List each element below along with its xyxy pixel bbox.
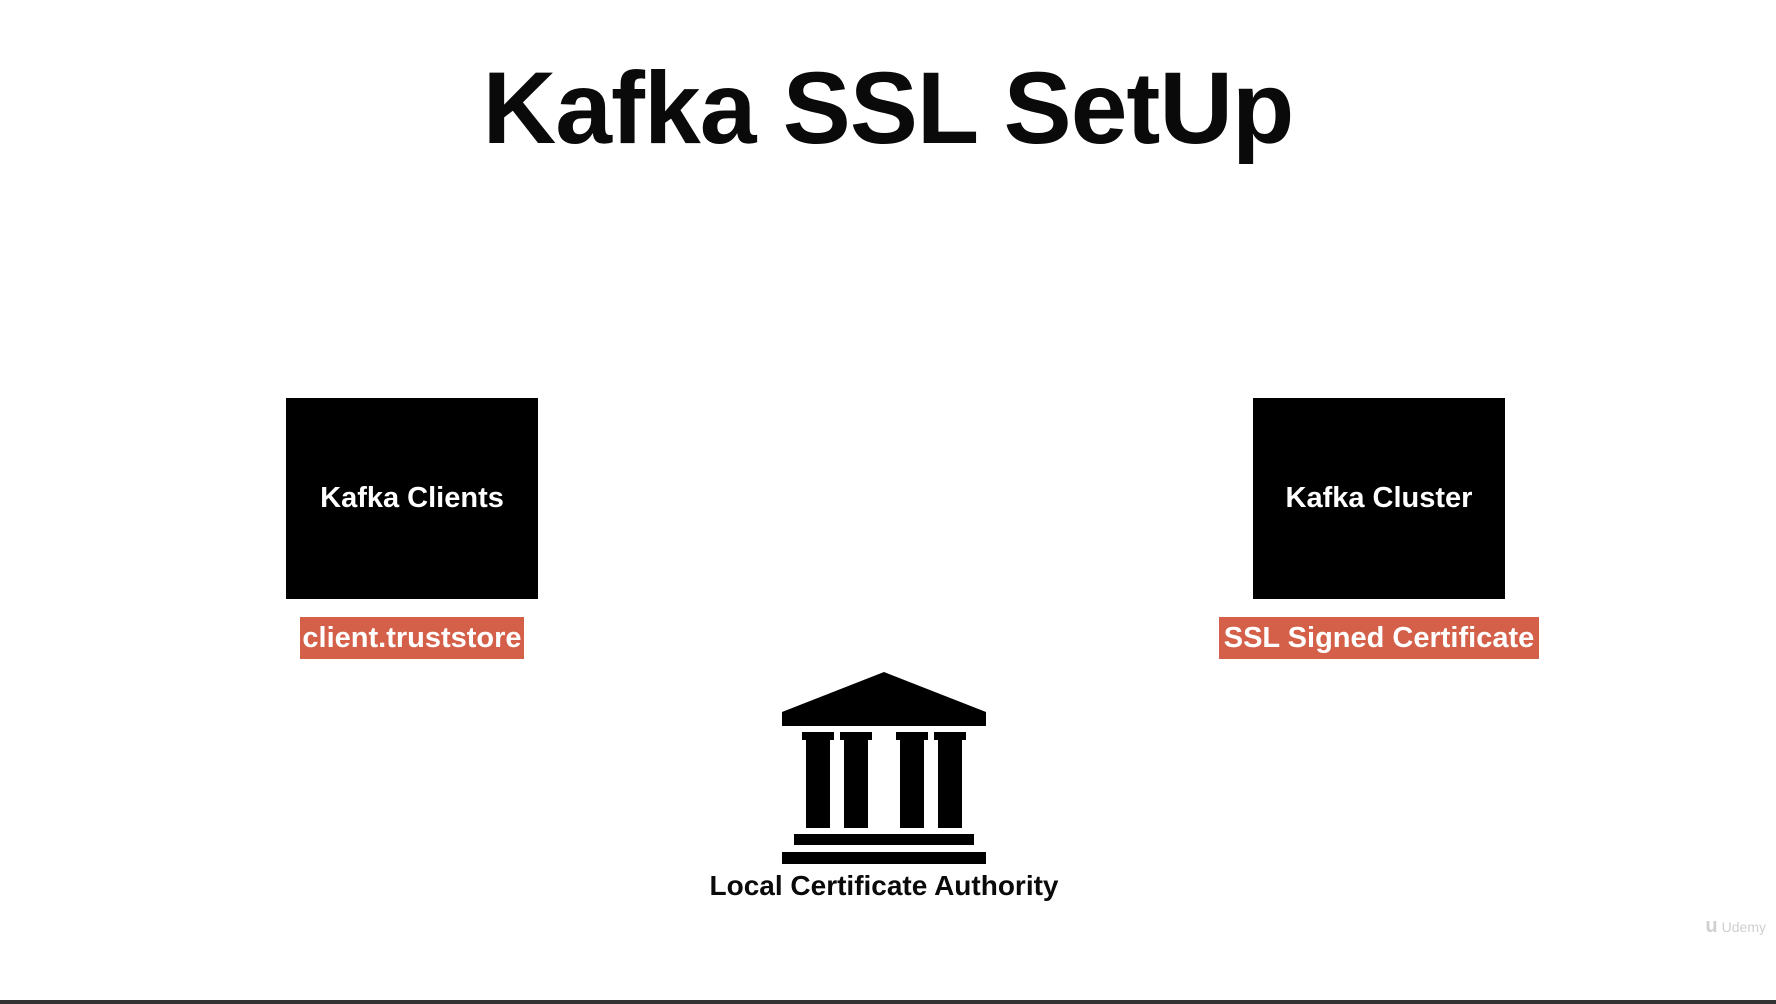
capital-1 (802, 732, 834, 740)
base-step-lower (782, 852, 986, 864)
capital-3 (896, 732, 928, 740)
base-step-upper (794, 834, 974, 845)
capital-4 (934, 732, 966, 740)
kafka-cluster-label: Kafka Cluster (1285, 482, 1473, 514)
pediment-shape (782, 672, 986, 726)
column-2 (844, 736, 868, 828)
ssl-signed-certificate-label: SSL Signed Certificate (1223, 621, 1535, 654)
bottom-divider (0, 1000, 1776, 1004)
kafka-clients-label: Kafka Clients (320, 482, 504, 514)
kafka-clients-box: Kafka Clients (286, 398, 538, 599)
watermark-text: Udemy (1721, 918, 1766, 935)
client-truststore-label: client.truststore (302, 621, 522, 654)
column-4 (938, 736, 962, 828)
watermark: u Udemy (1705, 915, 1766, 938)
column-1 (806, 736, 830, 828)
page-title: Kafka SSL SetUp (482, 51, 1295, 165)
column-3 (900, 736, 924, 828)
local-certificate-authority-label: Local Certificate Authority (709, 870, 1059, 901)
watermark-logo-icon: u (1705, 915, 1718, 937)
client-truststore-tag: client.truststore (300, 617, 524, 659)
bank-building-icon (782, 672, 986, 864)
capital-2 (840, 732, 872, 740)
ssl-signed-certificate-tag: SSL Signed Certificate (1219, 617, 1539, 659)
kafka-cluster-box: Kafka Cluster (1253, 398, 1505, 599)
